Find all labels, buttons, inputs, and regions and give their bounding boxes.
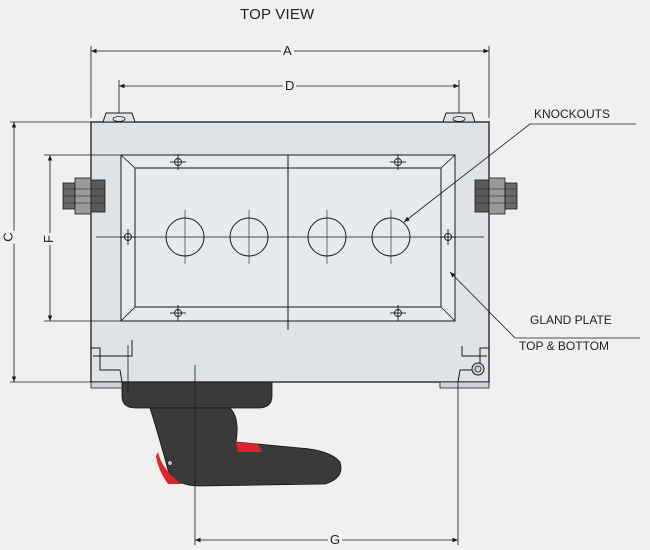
leader-lines: [403, 123, 640, 339]
knockouts-callout: KNOCKOUTS: [534, 107, 611, 121]
side-bolt-left: [62, 177, 106, 215]
enclosure: [90, 121, 490, 389]
dimension-f-label: F: [40, 233, 56, 245]
side-bolt-right: [474, 177, 518, 215]
gland-plate-callout-line1: GLAND PLATE: [530, 313, 612, 327]
screw-holes: [120, 154, 456, 321]
dimension-g-label: G: [328, 532, 343, 547]
dimension-c-label: C: [0, 230, 16, 244]
knockouts: [165, 210, 411, 264]
dimension-a-label: A: [281, 43, 294, 58]
dimension-d-label: D: [283, 78, 297, 93]
dimension-lines: [10, 46, 490, 545]
gland-plate-callout-line2: TOP & BOTTOM: [519, 339, 610, 353]
mounting-tabs: [102, 112, 476, 123]
diagram-title: TOP VIEW: [240, 6, 315, 23]
operating-handle: [121, 381, 342, 487]
